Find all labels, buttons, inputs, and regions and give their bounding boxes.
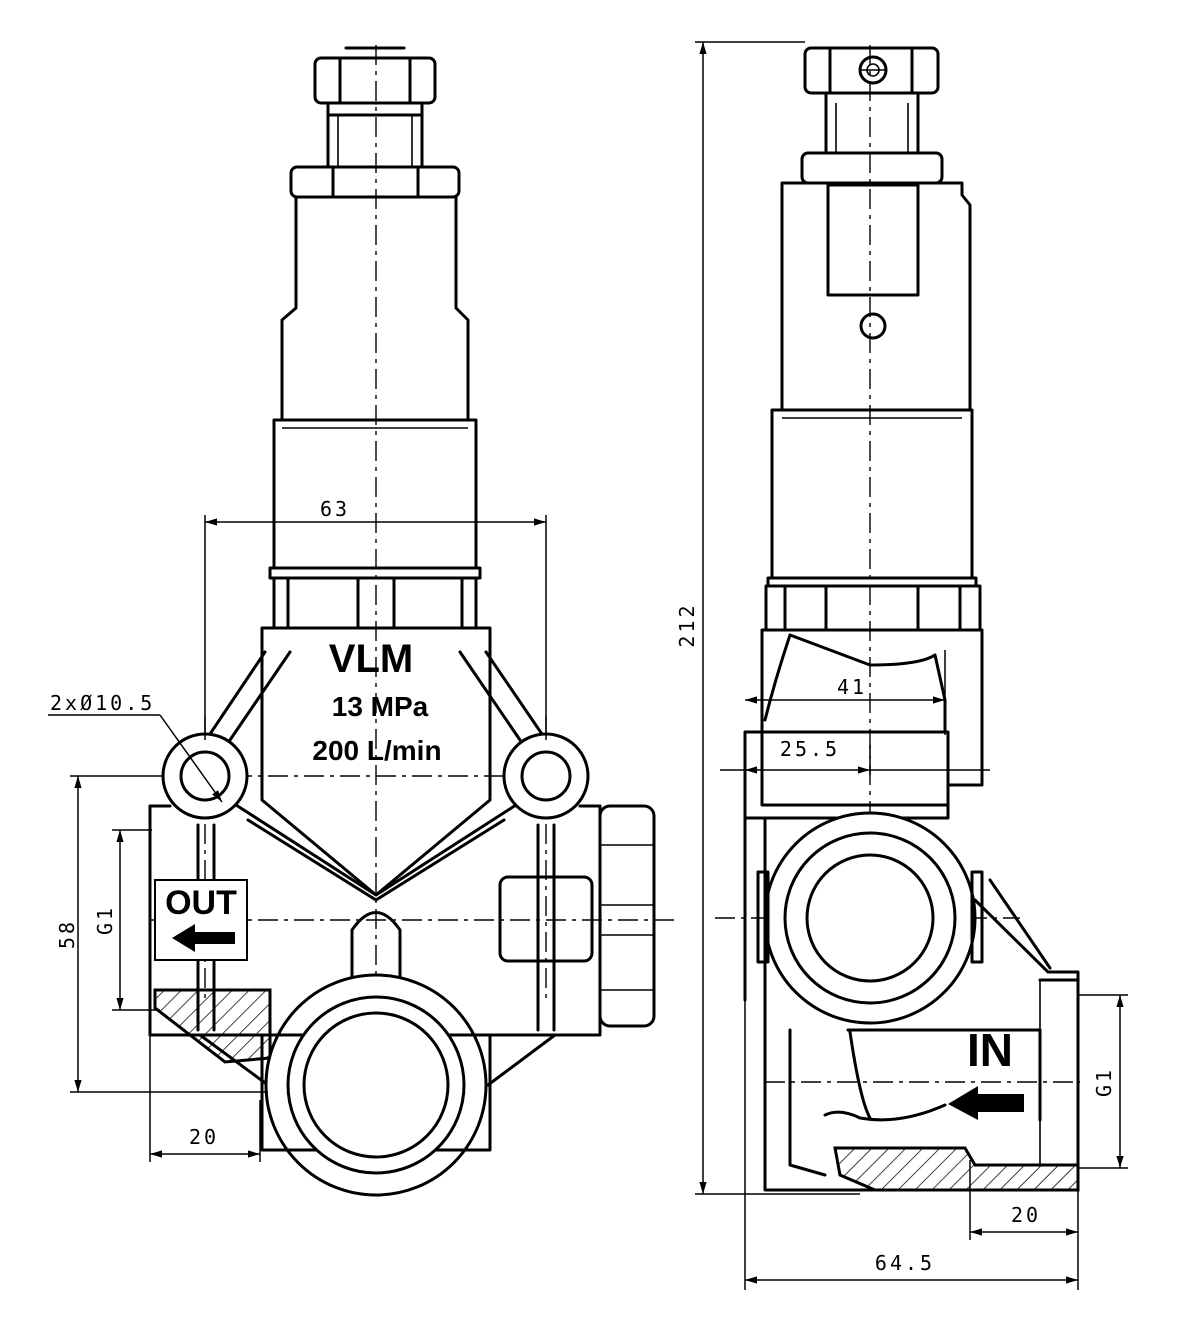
model-label: VLM bbox=[329, 637, 413, 681]
dim-holes-text: 2xØ10.5 bbox=[50, 691, 155, 715]
valve-cartridge-side bbox=[764, 181, 982, 632]
in-label: IN bbox=[967, 1024, 1013, 1076]
adjusting-knob bbox=[289, 46, 461, 199]
side-view: IN 212 41 25.5 G1 bbox=[675, 41, 1128, 1290]
dim-41-text: 41 bbox=[837, 675, 867, 699]
dim-64-5-text: 64.5 bbox=[875, 1251, 935, 1275]
dim-63-text: 63 bbox=[320, 497, 350, 521]
in-arrow-icon bbox=[948, 1086, 1024, 1120]
valve-body-side bbox=[743, 628, 1080, 1192]
dimension-25-5: 25.5 bbox=[720, 737, 990, 775]
dim-25-5-text: 25.5 bbox=[780, 737, 840, 761]
dim-g1-front-text: G1 bbox=[93, 905, 117, 935]
dimension-212: 212 bbox=[675, 41, 860, 1195]
out-arrow-icon bbox=[172, 924, 235, 952]
dimension-20-front: 20 bbox=[149, 1035, 261, 1162]
dimension-mount-holes: 2xØ10.5 bbox=[48, 691, 223, 803]
dim-g1-side-text: G1 bbox=[1092, 1067, 1116, 1097]
dim-58-text: 58 bbox=[55, 919, 79, 949]
flow-label: 200 L/min bbox=[312, 735, 441, 766]
out-port-label: OUT bbox=[154, 879, 248, 961]
valve-cartridge bbox=[268, 195, 482, 630]
dim-212-text: 212 bbox=[675, 602, 699, 647]
dimension-63: 63 bbox=[204, 497, 547, 740]
dimension-g1-front: G1 bbox=[93, 829, 160, 1011]
out-label: OUT bbox=[165, 884, 237, 922]
dim-20-front-text: 20 bbox=[189, 1125, 219, 1149]
dim-20-side-text: 20 bbox=[1011, 1203, 1041, 1227]
adjusting-knob-side bbox=[800, 46, 944, 185]
dimension-58: 58 bbox=[55, 775, 268, 1093]
in-port-label: IN bbox=[948, 1024, 1024, 1120]
dimension-g1-side: G1 bbox=[1078, 994, 1128, 1169]
valve-body-front bbox=[148, 626, 656, 1197]
dimension-20-side: 20 bbox=[969, 1160, 1079, 1290]
dimension-64-5: 64.5 bbox=[744, 1000, 1078, 1290]
pressure-label: 13 MPa bbox=[332, 691, 429, 722]
front-view: VLM 13 MPa 200 L/min OUT 63 2xØ10.5 58 bbox=[48, 45, 680, 1197]
dimension-41: 41 bbox=[745, 650, 946, 735]
